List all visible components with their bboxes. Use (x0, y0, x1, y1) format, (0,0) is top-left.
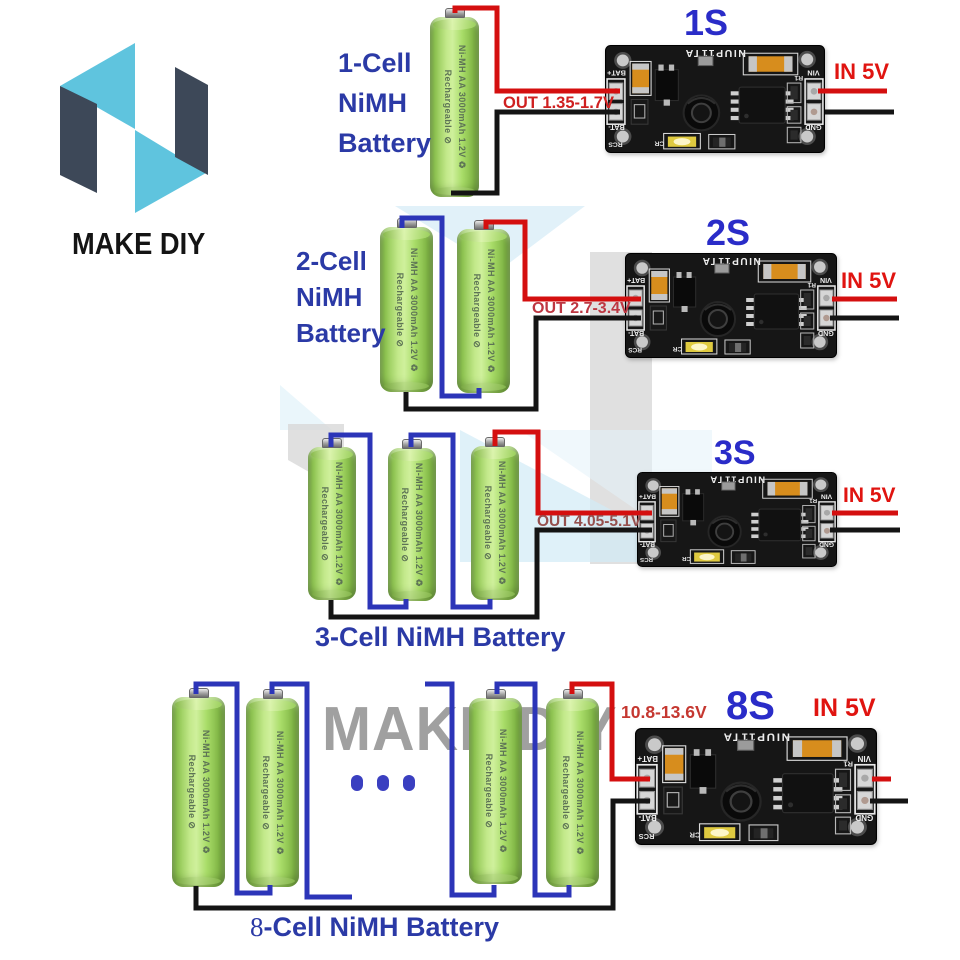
label-3cell: 3-Cell NiMH Battery (315, 622, 566, 652)
battery-rechargeable-text: Rechargeable ⊘ (483, 485, 493, 561)
battery-spec-text: Ni-MH AA 3000mAh 1.2V ♻ (200, 729, 211, 855)
battery-print: Ni-MH AA 3000mAh 1.2V ♻ Rechargeable ⊘ (481, 438, 509, 608)
battery-rechargeable-text: Rechargeable ⊘ (483, 753, 494, 829)
ellipsis-dot (403, 775, 415, 791)
battery-print: Ni-MH AA 3000mAh 1.2V ♻Rechargeable ⊘ (482, 706, 510, 876)
out-voltage-3s: OUT 4.05-5.1V (537, 513, 642, 530)
battery-spec-text: Ni-MH AA 3000mAh 1.2V ♻ (485, 248, 496, 374)
battery-spec-text: Ni-MH AA 3000mAh 1.2V ♻ (408, 247, 419, 372)
battery-print: Ni-MH AA 3000mAh 1.2V ♻Rechargeable ⊘ (185, 707, 213, 877)
battery-spec-text: Ni-MH AA 3000mAh 1.2V ♻ (497, 460, 507, 586)
battery-print: Ni-MH AA 3000mAh 1.2V ♻ Rechargeable ⊘ (318, 439, 346, 609)
logo-cyan-bottom-triangle (135, 130, 206, 213)
make-diy-logo (60, 43, 208, 213)
label-1cell-line1: 1-Cell (338, 48, 412, 78)
battery-cell: Ni-MH AA 3000mAh 1.2V ♻ Rechargeable ⊘ (388, 439, 436, 601)
in-voltage-2s: IN 5V (841, 268, 897, 293)
charger-module-3s (637, 472, 837, 567)
in-voltage-3s: IN 5V (843, 484, 896, 507)
background-triangle (280, 385, 332, 430)
battery-rechargeable-text: Rechargeable ⊘ (260, 755, 271, 830)
label-2cell-line1: 2-Cell (296, 246, 367, 276)
battery-cell: Ni-MH AA 3000mAh 1.2V ♻Rechargeable ⊘ (430, 8, 479, 197)
battery-rechargeable-text: Rechargeable ⊘ (320, 486, 330, 561)
battery-spec-text: Ni-MH AA 3000mAh 1.2V ♻ (497, 728, 508, 854)
battery-print: Ni-MH AA 3000mAh 1.2V ♻Rechargeable ⊘ (470, 226, 498, 396)
ellipsis-dot (351, 775, 363, 791)
heading-3s: 3S (714, 434, 756, 472)
in-voltage-1s: IN 5V (834, 59, 890, 84)
battery-spec-text: Ni-MH AA 3000mAh 1.2V ♻ (414, 462, 424, 587)
battery-rechargeable-text: Rechargeable ⊘ (442, 69, 453, 145)
battery-spec-text: Ni-MH AA 3000mAh 1.2V ♻ (274, 730, 285, 855)
out-voltage-1s: OUT 1.35-1.7V (503, 94, 614, 112)
battery-rechargeable-text: Rechargeable ⊘ (400, 487, 410, 562)
battery-cell: Ni-MH AA 3000mAh 1.2V ♻Rechargeable ⊘ (546, 689, 599, 887)
battery-positive-tip (485, 689, 506, 699)
label-1cell-line3: Battery (338, 128, 432, 158)
battery-cell: Ni-MH AA 3000mAh 1.2V ♻Rechargeable ⊘ (380, 218, 433, 395)
logo-text: MAKE DIY (72, 226, 206, 261)
charger-module-8s (635, 728, 877, 845)
battery-rechargeable-text: Rechargeable ⊘ (186, 754, 197, 830)
in-voltage-8s: IN 5V (813, 694, 876, 722)
logo-slate-right-bar (175, 67, 208, 175)
label-8cell: 8-Cell NiMH Battery (250, 912, 500, 942)
battery-print: Ni-MH AA 3000mAh 1.2V ♻ Rechargeable ⊘ (398, 440, 426, 610)
battery-spec-text: Ni-MH AA 3000mAh 1.2V ♻ (456, 44, 467, 170)
series-ellipsis-dots (351, 775, 415, 791)
battery-print: Ni-MH AA 3000mAh 1.2V ♻Rechargeable ⊘ (559, 708, 587, 878)
battery-cell: Ni-MH AA 3000mAh 1.2V ♻Rechargeable ⊘ (172, 688, 225, 887)
battery-cell: Ni-MH AA 3000mAh 1.2V ♻ Rechargeable ⊘ (471, 437, 519, 600)
battery-cell: Ni-MH AA 3000mAh 1.2V ♻Rechargeable ⊘ (457, 220, 510, 396)
battery-cell: Ni-MH AA 3000mAh 1.2V ♻ Rechargeable ⊘ (308, 438, 356, 600)
label-1cell-line2: NiMH (338, 88, 407, 118)
logo-slate-left-bar (60, 86, 97, 193)
logo-cyan-top-triangle (60, 43, 135, 129)
battery-rechargeable-text: Rechargeable ⊘ (560, 755, 571, 830)
battery-spec-text: Ni-MH AA 3000mAh 1.2V ♻ (334, 461, 344, 586)
battery-spec-text: Ni-MH AA 3000mAh 1.2V ♻ (574, 730, 585, 855)
charger-module-1s (605, 45, 825, 153)
label-2cell-line3: Battery (296, 318, 386, 348)
heading-8s: 8S (726, 684, 775, 728)
battery-cell: Ni-MH AA 3000mAh 1.2V ♻Rechargeable ⊘ (246, 689, 299, 887)
battery-print: Ni-MH AA 3000mAh 1.2V ♻Rechargeable ⊘ (441, 22, 469, 192)
battery-positive-tip (562, 689, 583, 699)
battery-print: Ni-MH AA 3000mAh 1.2V ♻Rechargeable ⊘ (393, 225, 421, 395)
out-voltage-8s: 10.8-13.6V (621, 702, 707, 722)
battery-positive-tip (444, 8, 465, 18)
battery-cell: Ni-MH AA 3000mAh 1.2V ♻Rechargeable ⊘ (469, 689, 522, 884)
out-voltage-2s: OUT 2.7-3.4V (532, 300, 631, 317)
battery-rechargeable-text: Rechargeable ⊘ (471, 273, 482, 349)
battery-print: Ni-MH AA 3000mAh 1.2V ♻Rechargeable ⊘ (259, 708, 287, 878)
heading-2s: 2S (706, 212, 751, 253)
heading-1s: 1S (684, 2, 729, 43)
battery-positive-tip (262, 689, 283, 699)
battery-rechargeable-text: Rechargeable ⊘ (394, 272, 405, 347)
label-2cell-line2: NiMH (296, 282, 363, 312)
battery-positive-tip (188, 688, 209, 698)
ellipsis-dot (377, 775, 389, 791)
charger-module-2s (625, 253, 837, 358)
